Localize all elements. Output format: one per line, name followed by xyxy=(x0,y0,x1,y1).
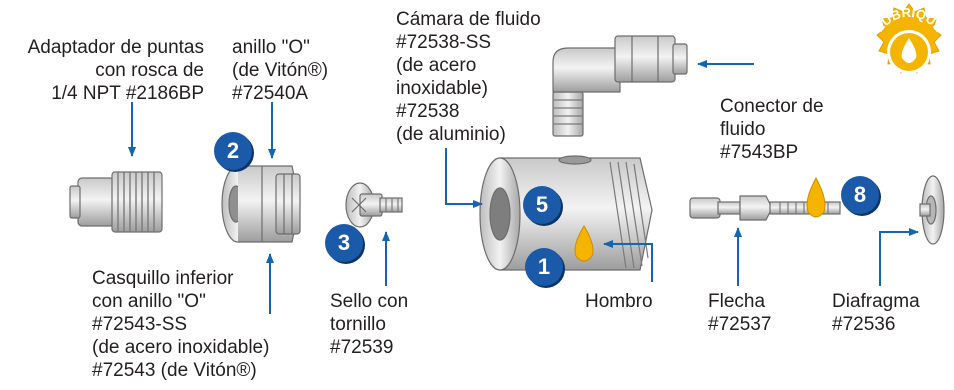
label-bushing: Casquillo inferior con anillo "O" #72543… xyxy=(92,268,270,381)
bushing-part xyxy=(221,165,301,243)
label-connector: Conector de fluido #7543BP xyxy=(720,96,824,163)
diaphragm-part xyxy=(919,175,945,245)
lube-drop-icons xyxy=(574,176,826,262)
leader-lines xyxy=(128,60,919,314)
badge-5: 5 xyxy=(523,186,561,224)
badge-3: 3 xyxy=(325,224,363,262)
label-oring: anillo "O" (de Vitón®) #72540A xyxy=(232,37,329,104)
label-chamber: Cámara de fluido #72538-SS (de acero ino… xyxy=(396,9,541,145)
adapter-part xyxy=(69,171,163,233)
seal-screw-part xyxy=(345,182,403,228)
badge-2: 2 xyxy=(214,132,252,170)
badge-8: 8 xyxy=(841,176,879,214)
fluid-connector-part xyxy=(552,35,688,137)
lube-badge-icon: LUBRIQUE xyxy=(871,3,947,74)
label-shoulder: Hombro xyxy=(585,291,653,312)
badge-1: 1 xyxy=(525,248,563,286)
label-diaphragm: Diafragma #72536 xyxy=(832,291,920,335)
label-seal: Sello con tornillo #72539 xyxy=(330,291,409,358)
label-adapter: Adaptador de puntas con rosca de 1/4 NPT… xyxy=(27,37,204,104)
label-arrow: Flecha #72537 xyxy=(708,291,772,335)
fluid-chamber-part xyxy=(479,155,653,271)
